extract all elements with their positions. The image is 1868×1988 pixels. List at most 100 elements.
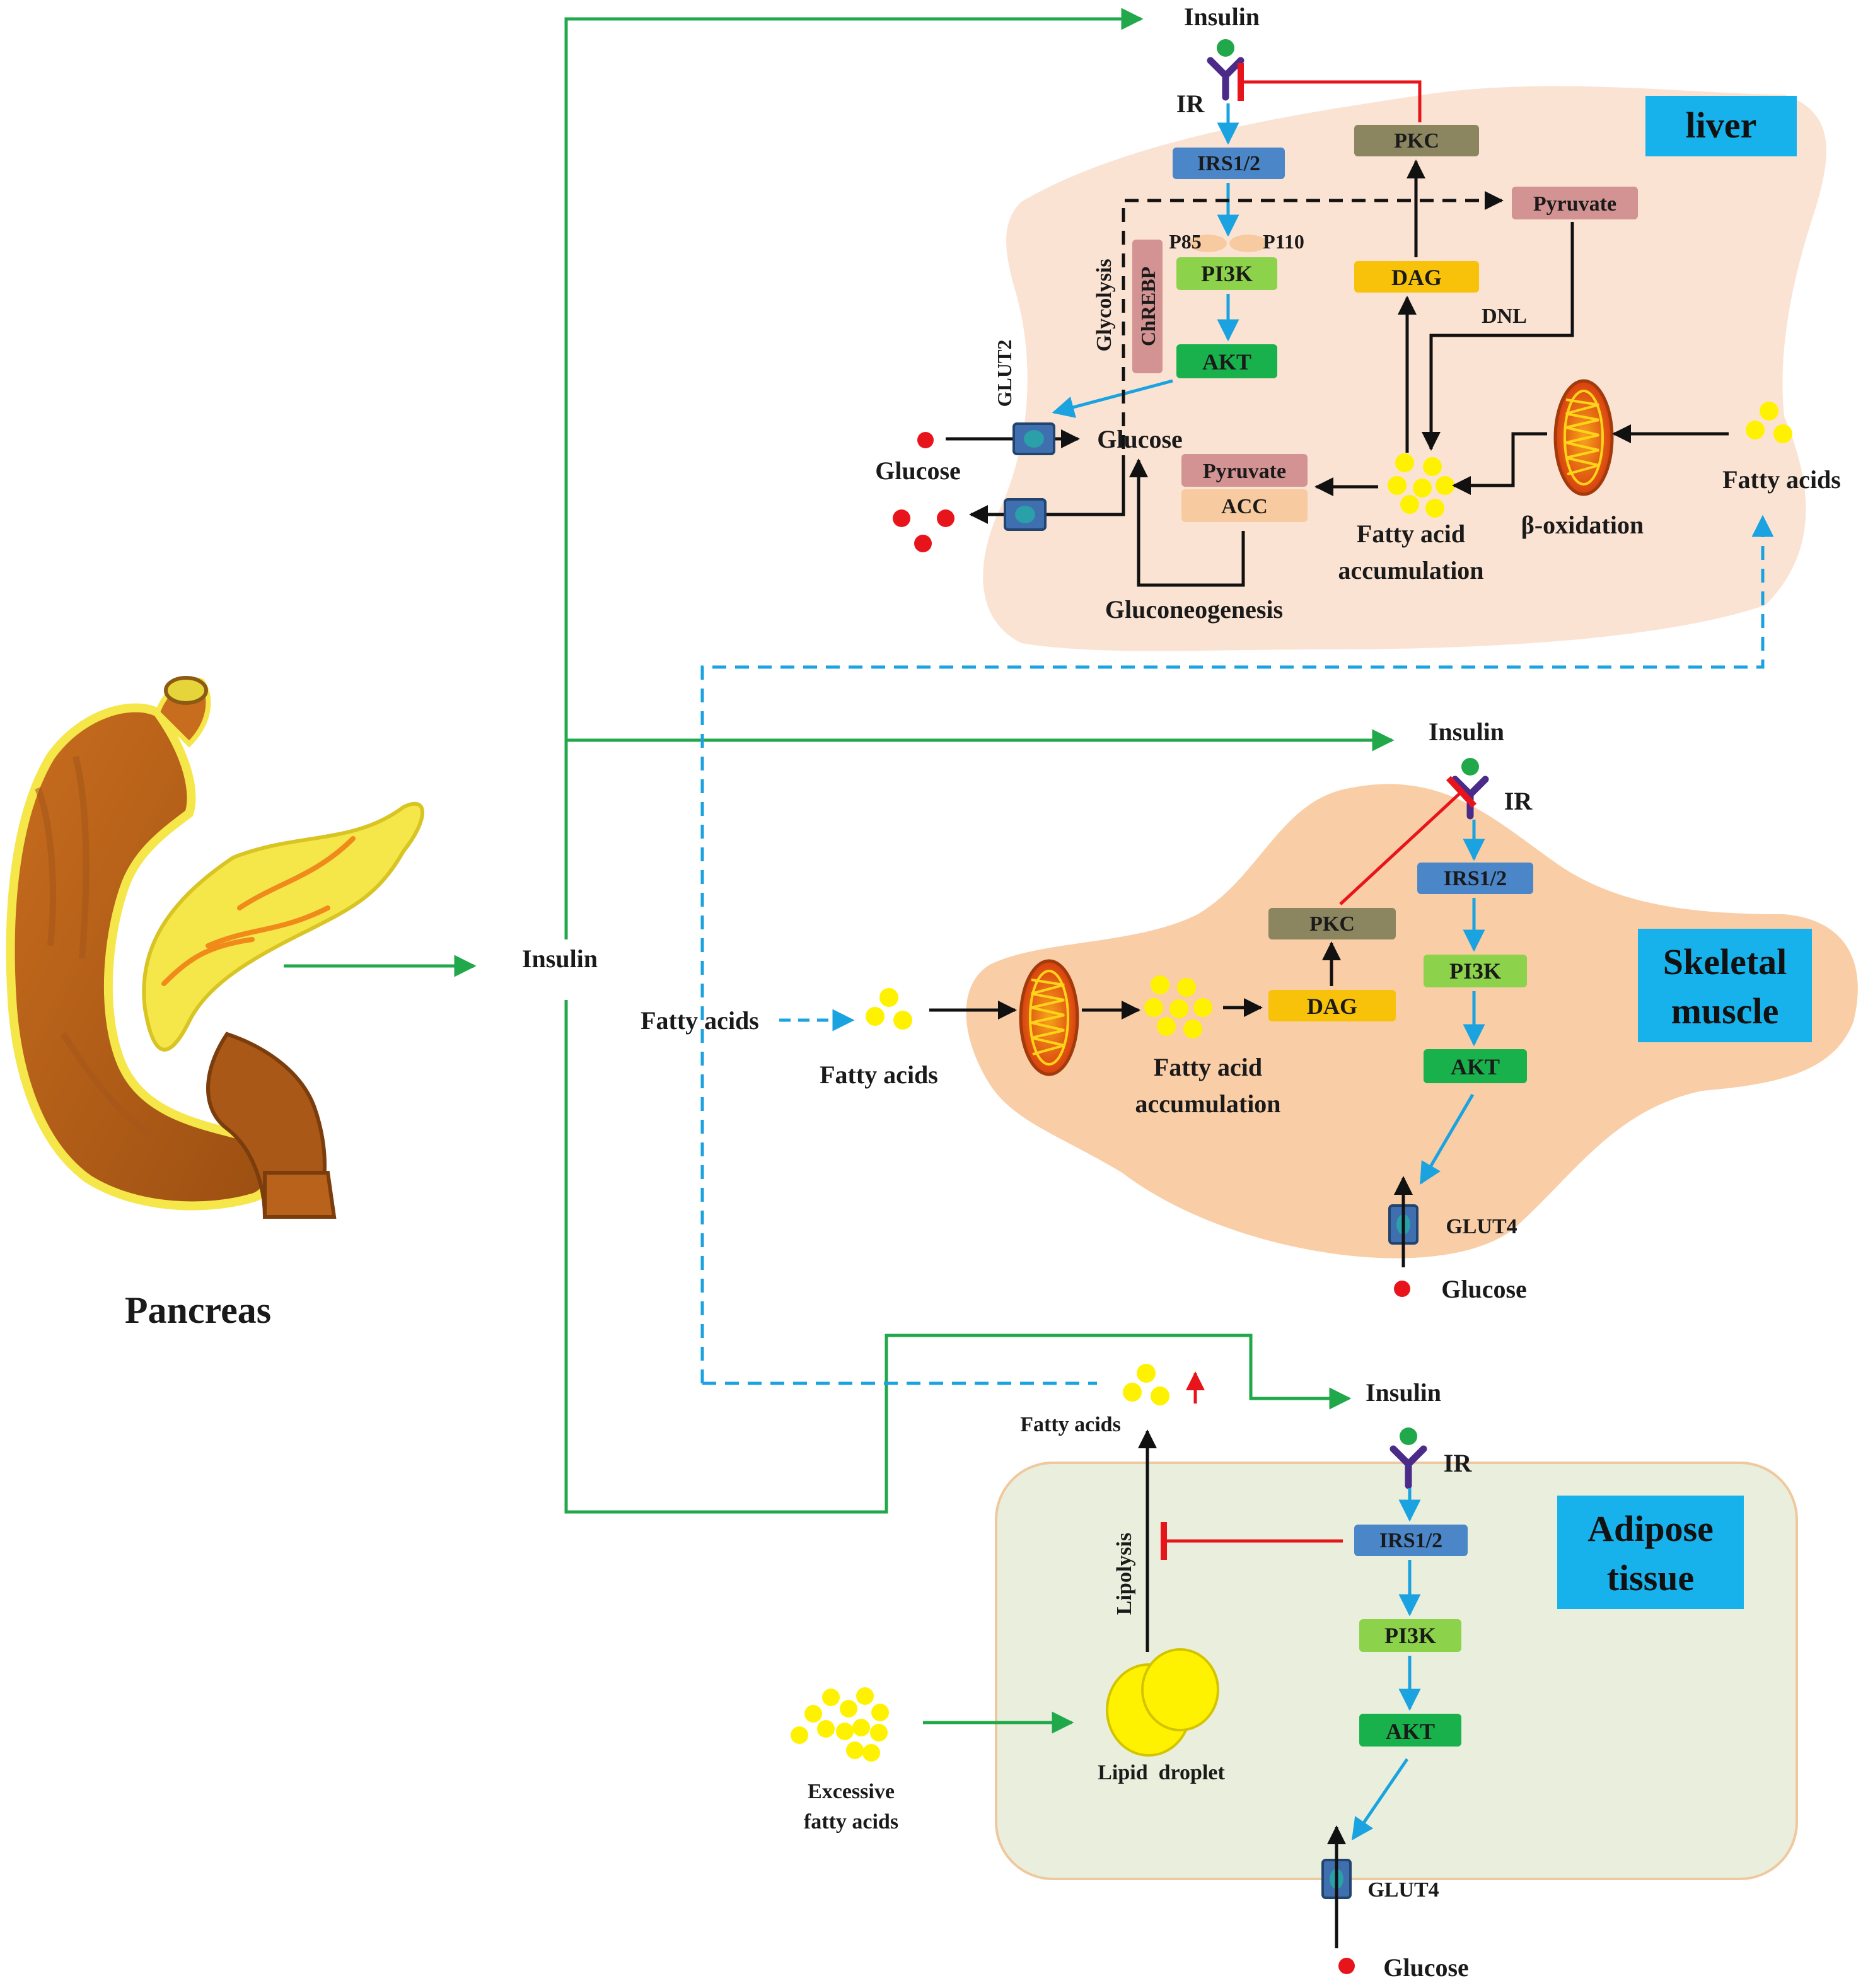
liver-chrebp-box xyxy=(1132,240,1163,373)
liver-pkc-label: PKC xyxy=(1394,129,1439,153)
liver-glucose-export-dot1 xyxy=(893,509,910,527)
muscle-fa-accumulation-dots xyxy=(1144,975,1212,1038)
adipose-akt-box xyxy=(1359,1714,1461,1747)
muscle-label-box xyxy=(1638,929,1812,1042)
insulin-trunk-top xyxy=(564,8,1144,939)
muscle-irs-box xyxy=(1417,863,1533,894)
liver-irs-label: IRS1/2 xyxy=(1197,152,1260,175)
adipose-label-line1: Adipose xyxy=(1587,1508,1714,1549)
liver-p85-subunit xyxy=(1189,235,1227,252)
liver-akt-box xyxy=(1176,344,1277,378)
liver-glucose-inside-label: Glucose xyxy=(1097,425,1183,453)
liver-fa-accumulation-dots xyxy=(1388,453,1454,518)
liver-acc-box xyxy=(1181,489,1308,522)
adipose-irs-box xyxy=(1354,1525,1468,1556)
adipose-pi3k-label: PI3K xyxy=(1384,1623,1436,1648)
muscle-label-line1: Skeletal xyxy=(1663,941,1787,982)
adipose-irs-label: IRS1/2 xyxy=(1379,1529,1442,1552)
adipose-fatty-acids-dots xyxy=(1123,1364,1169,1405)
adipose-akt-to-glut4-arrow xyxy=(1351,1758,1409,1840)
liver-akt-label: AKT xyxy=(1202,349,1251,375)
liver-glucose-export-dot3 xyxy=(914,535,932,552)
muscle-label-line2: muscle xyxy=(1671,991,1779,1032)
liver-pyruvate-label: Pyruvate xyxy=(1203,460,1286,483)
muscle-dag-box xyxy=(1268,990,1396,1021)
liver-insulin-label: Insulin xyxy=(1184,3,1260,31)
liver-pi3k-box xyxy=(1176,257,1277,290)
liver-pyruvate-top-box xyxy=(1512,187,1638,219)
adipose-excess-label-1: Excessive xyxy=(808,1780,895,1803)
pancreas-label: Pancreas xyxy=(125,1289,271,1331)
liver-ir-label: IR xyxy=(1176,90,1205,118)
liver-pi3k-label: PI3K xyxy=(1201,261,1253,286)
adipose-excess-label-2: fatty acids xyxy=(804,1810,898,1834)
liver-beta-oxidation-label: β-oxidation xyxy=(1521,511,1644,539)
liver-dag-box xyxy=(1354,261,1479,293)
liver-gluconeogenesis-label: Gluconeogenesis xyxy=(1105,595,1283,624)
muscle-akt-box xyxy=(1424,1049,1527,1083)
muscle-pi3k-box xyxy=(1424,955,1527,987)
muscle-fatty-acids-label: Fatty acids xyxy=(820,1061,938,1089)
muscle-glucose-label: Glucose xyxy=(1441,1275,1527,1303)
liver-irs-box xyxy=(1173,148,1285,179)
muscle-insulin-label: Insulin xyxy=(1429,718,1504,746)
liver-fatty-acids-label: Fatty acids xyxy=(1722,465,1841,494)
liver-mitochondrion-icon xyxy=(1555,381,1612,494)
insulin-to-adipose-arrow xyxy=(564,1000,1352,1514)
adipose-lipid-droplet-icon xyxy=(1106,1648,1219,1757)
muscle-pi3k-label: PI3K xyxy=(1449,958,1501,984)
liver-glycolysis-dashed-arrow xyxy=(1122,191,1504,449)
liver-glucose-export-dot2 xyxy=(937,509,954,527)
skeletal-muscle-region xyxy=(966,784,1858,1258)
muscle-akt-to-glut4-arrow xyxy=(1419,1093,1475,1185)
liver-glut2-in-transporter-icon xyxy=(1012,422,1055,455)
adipose-label-line2: tissue xyxy=(1607,1557,1695,1598)
pancreas-illustration xyxy=(6,676,424,1219)
muscle-ir-label: IR xyxy=(1504,787,1533,815)
liver-label-box xyxy=(1645,96,1797,156)
adipose-fatty-acids-label: Fatty acids xyxy=(1020,1413,1121,1436)
muscle-fatty-acids-dots xyxy=(866,988,912,1030)
liver-mito-to-fa-arrow xyxy=(1452,432,1547,495)
adipose-glucose-dot xyxy=(1338,1958,1355,1974)
liver-p110-subunit xyxy=(1229,235,1267,252)
liver-dnl-label: DNL xyxy=(1482,305,1527,328)
muscle-pkc-inhibits-ir xyxy=(1339,776,1477,905)
liver-p110-label: P110 xyxy=(1263,230,1304,253)
liver-glycolysis-label: Glycolysis xyxy=(1093,259,1116,351)
adipose-excessive-fatty-acids-dots xyxy=(791,1687,889,1762)
liver-glucose-outside-label: Glucose xyxy=(875,456,961,485)
adipose-glut4-label: GLUT4 xyxy=(1367,1878,1439,1902)
liver-acc-label: ACC xyxy=(1221,495,1268,518)
liver-akt-to-glut2-arrow xyxy=(1052,379,1173,418)
liver-pyruvate-box xyxy=(1181,454,1308,487)
liver-glucose-dot xyxy=(917,432,934,448)
central-insulin-label: Insulin xyxy=(522,945,598,973)
muscle-pkc-box xyxy=(1268,908,1396,939)
liver-fa-accum-label-1: Fatty acid xyxy=(1357,520,1465,548)
muscle-fa-accum-label-1: Fatty acid xyxy=(1154,1053,1262,1081)
muscle-irs-label: IRS1/2 xyxy=(1444,867,1507,890)
adipose-label-box xyxy=(1557,1496,1744,1609)
fa-flow-to-liver xyxy=(700,514,1774,1383)
liver-glut2-label: GLUT2 xyxy=(993,340,1016,407)
adipose-insulin-label: Insulin xyxy=(1366,1378,1441,1407)
muscle-fa-accum-label-2: accumulation xyxy=(1135,1090,1280,1118)
liver-chrebp-label: ChREBP xyxy=(1137,267,1159,346)
liver-dnl-arrow xyxy=(1422,222,1574,451)
adipose-lipid-droplet-label: Lipid droplet xyxy=(1098,1761,1225,1784)
muscle-akt-label: AKT xyxy=(1451,1054,1500,1079)
liver-glut2-out-transporter-icon xyxy=(1004,498,1047,531)
liver-pyruvate-top-label: Pyruvate xyxy=(1533,192,1616,216)
liver-dag-label: DAG xyxy=(1391,265,1442,290)
muscle-glut4-label: GLUT4 xyxy=(1446,1215,1517,1238)
muscle-pkc-label: PKC xyxy=(1309,912,1355,936)
central-fatty-acids-label: Fatty acids xyxy=(641,1006,759,1035)
liver-insulin-receptor-icon xyxy=(1210,39,1241,97)
adipose-ir-label: IR xyxy=(1444,1449,1473,1477)
liver-label: liver xyxy=(1686,105,1757,146)
liver-gluconeogenesis-arrow xyxy=(1129,458,1245,587)
liver-pkc-box xyxy=(1354,125,1479,156)
liver-fa-accum-label-2: accumulation xyxy=(1338,556,1483,584)
